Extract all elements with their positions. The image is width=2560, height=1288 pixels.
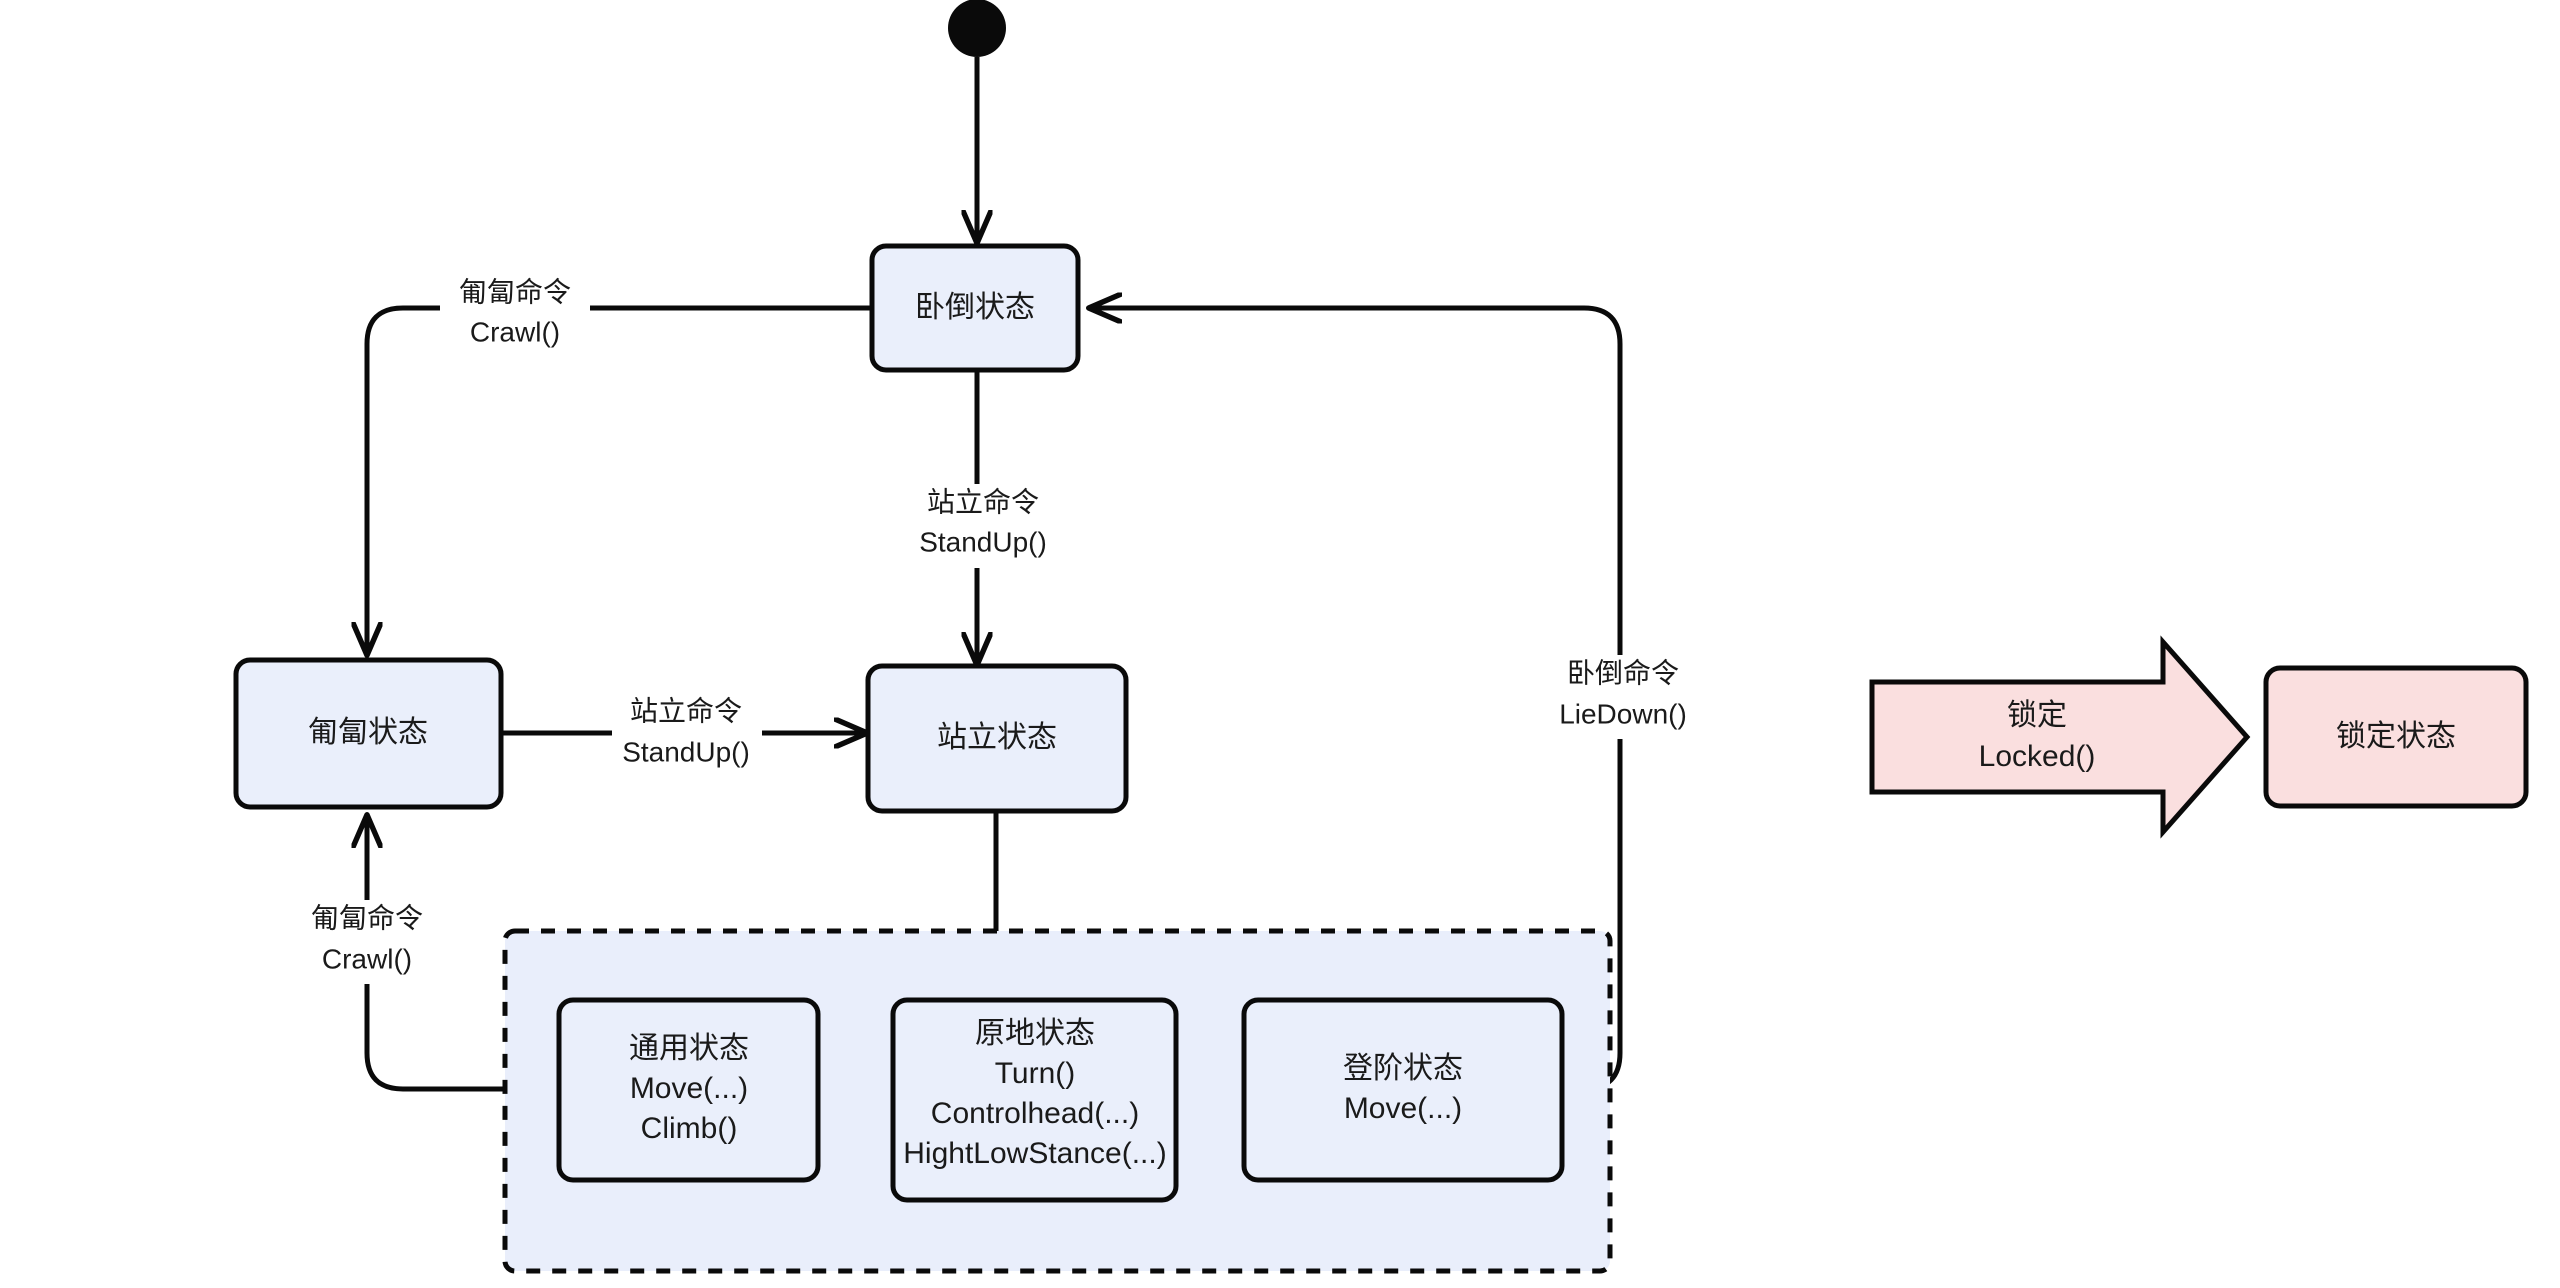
state-general-line-3: Climb() — [641, 1112, 738, 1145]
locked-arrow-line-2: Locked() — [1979, 740, 2096, 773]
state-in-place-line-4: HightLowStance(...) — [903, 1137, 1166, 1170]
edge-label-crawl-to-stand-line2-top: StandUp() — [622, 736, 750, 767]
label-mask-crawl-to-stand — [612, 694, 762, 778]
start-node-circle — [948, 0, 1006, 57]
label-mask-stair-to-lie — [1556, 655, 1692, 739]
edge-label-lie-to-crawl-line1-top: 匍匐命令 — [459, 276, 571, 307]
state-crawl-box[interactable] — [233, 657, 504, 810]
label-mask-lie-to-stand — [915, 484, 1055, 568]
state-stair-box[interactable] — [1241, 997, 1565, 1183]
state-lie-down-label: 卧倒状态 — [915, 291, 1035, 324]
state-lie-down-box[interactable] — [869, 243, 1081, 373]
edge-label-general-to-crawl-line2-top: Crawl() — [322, 943, 412, 974]
locked-arrow-path[interactable] — [1869, 635, 2251, 839]
state-locked[interactable]: 锁定状态 — [2263, 665, 2529, 809]
state-crawl[interactable]: 匍匐状态 — [233, 657, 504, 810]
state-crawl-label: 匍匐状态 — [308, 716, 428, 749]
state-locked-label: 锁定状态 — [2336, 720, 2456, 753]
locked-arrow-shape[interactable]: 锁定 Locked() — [1869, 635, 2251, 839]
edge-label-lie-to-stand-line1-top: 站立命令 — [927, 486, 1039, 517]
state-stand-label: 站立状态 — [937, 721, 1057, 754]
edge-label-crawl-to-stand-line1-top: 站立命令 — [630, 695, 742, 726]
edge-label-lie-to-crawl-line2-top: Crawl() — [470, 316, 560, 347]
edge-label-lie-to-stand-line2-top: StandUp() — [919, 526, 1047, 557]
edge-general-to-crawl — [367, 816, 560, 1092]
edge-label-general-to-crawl-line1-top: 匍匐命令 — [311, 902, 423, 933]
state-in-place[interactable]: 原地状态 Turn() Controlhead(...) HightLowSta… — [890, 997, 1179, 1203]
state-stand-box[interactable] — [865, 663, 1129, 814]
state-in-place-box[interactable] — [890, 997, 1179, 1203]
edge-lie-down-to-crawl — [367, 305, 872, 654]
state-stair-line-2: Move(...) — [1344, 1092, 1462, 1125]
state-general-box[interactable] — [556, 997, 821, 1183]
state-in-place-line-2: Turn() — [995, 1057, 1076, 1090]
state-in-place-line-3: Controlhead(...) — [931, 1097, 1139, 1130]
locked-arrow-line-1: 锁定 — [2007, 699, 2067, 732]
state-stand[interactable]: 站立状态 — [865, 663, 1129, 814]
edge-label-stair-to-lie-down-line1-top: 卧倒命令 — [1567, 657, 1679, 688]
state-general[interactable]: 通用状态 Move(...) Climb() — [556, 997, 821, 1183]
state-lie-down[interactable]: 卧倒状态 — [869, 243, 1081, 373]
state-in-place-line-1: 原地状态 — [975, 1017, 1095, 1050]
state-general-line-2: Move(...) — [630, 1072, 748, 1105]
label-mask-lie-to-crawl — [440, 276, 590, 358]
edge-label-stair-to-lie-down-line2-top: LieDown() — [1559, 698, 1687, 729]
label-mask-general-to-crawl — [300, 900, 436, 984]
state-stair-line-1: 登阶状态 — [1343, 1052, 1463, 1085]
state-locked-box[interactable] — [2263, 665, 2529, 809]
state-general-line-1: 通用状态 — [629, 1032, 749, 1065]
state-stair[interactable]: 登阶状态 Move(...) — [1241, 997, 1565, 1183]
